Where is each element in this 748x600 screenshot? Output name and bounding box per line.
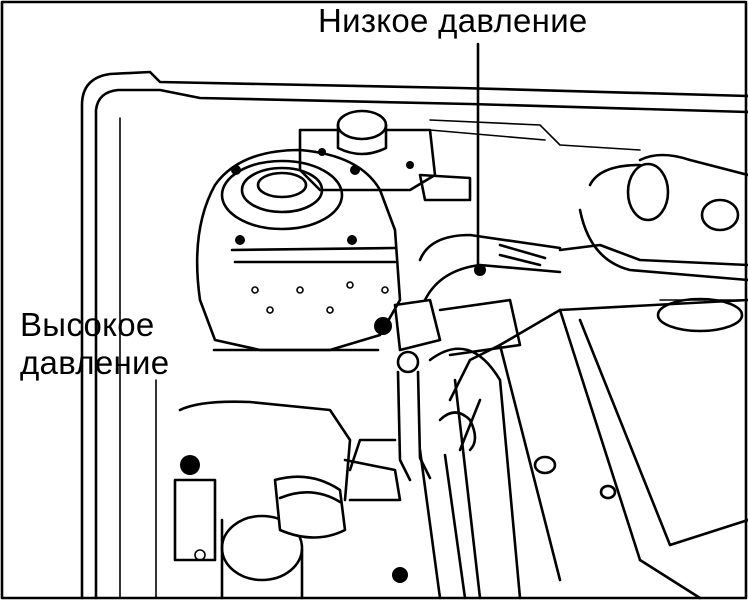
main-hose <box>418 347 522 600</box>
high-pressure-label-line2: давление <box>20 344 170 381</box>
reservoir-top <box>298 109 641 202</box>
power-steering-reservoir <box>173 400 408 600</box>
low-pressure-hose <box>418 233 562 302</box>
hood-panel <box>80 70 748 600</box>
strut-tower <box>195 148 402 352</box>
right-components <box>558 153 748 333</box>
engine-block <box>448 298 748 600</box>
high-pressure-fitting <box>374 298 522 482</box>
high-pressure-label: Высокое давление <box>20 306 169 382</box>
low-pressure-label: Низкое давление <box>318 2 588 39</box>
high-pressure-label-line1: Высокое <box>20 306 155 343</box>
